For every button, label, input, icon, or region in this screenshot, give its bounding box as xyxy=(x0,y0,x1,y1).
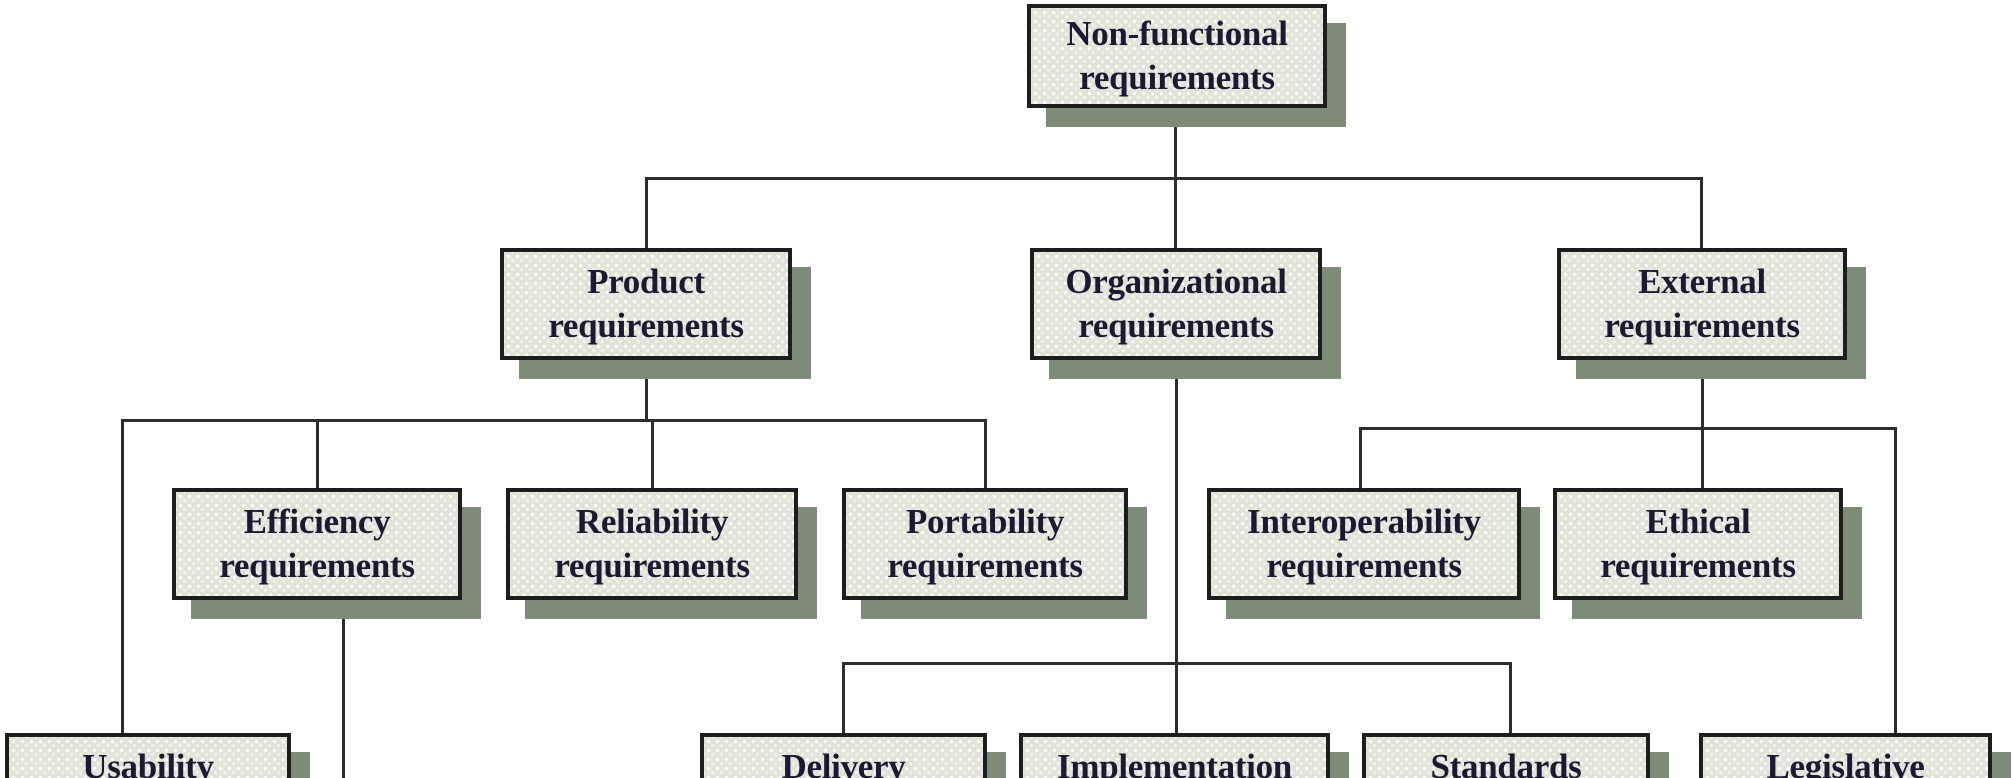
connector-external-horizontal xyxy=(1359,427,1897,430)
node-portability-requirements: Portability requirements xyxy=(842,488,1128,600)
connector-product-stem xyxy=(645,360,648,420)
connector-product-horizontal xyxy=(121,419,987,422)
connector-drop-portability xyxy=(984,419,987,488)
node-label: Implementation xyxy=(1057,747,1292,778)
node-usability-requirements: Usability xyxy=(5,733,291,778)
node-label: Standards xyxy=(1430,747,1582,778)
node-label: Efficiency requirements xyxy=(219,502,415,585)
node-label: Portability requirements xyxy=(887,502,1083,585)
node-label: Organizational requirements xyxy=(1065,262,1287,345)
node-implementation-requirements: Implementation xyxy=(1019,733,1330,778)
node-label: Reliability requirements xyxy=(554,502,750,585)
connector-external-stem xyxy=(1701,360,1704,428)
connector-efficiency-child-stub xyxy=(342,600,345,778)
node-label: Ethical requirements xyxy=(1600,502,1796,585)
node-label: Non-functional requirements xyxy=(1066,14,1288,97)
node-label: Delivery xyxy=(781,747,906,778)
node-legislative-requirements: Legislative xyxy=(1699,733,1992,778)
connector-organizational-stem xyxy=(1175,360,1178,663)
connector-drop-efficiency xyxy=(316,419,319,488)
node-non-functional-requirements: Non-functional requirements xyxy=(1027,4,1327,108)
connector-drop-standards xyxy=(1509,662,1512,733)
node-product-requirements: Product requirements xyxy=(500,248,792,360)
node-label: External requirements xyxy=(1604,262,1800,345)
connector-drop-implementation xyxy=(1175,662,1178,733)
node-label: Usability xyxy=(82,747,214,778)
connector-drop-delivery xyxy=(842,662,845,733)
node-efficiency-requirements: Efficiency requirements xyxy=(172,488,462,600)
connector-drop-legislative xyxy=(1894,427,1897,733)
connector-drop-organizational xyxy=(1174,177,1177,248)
node-label: Product requirements xyxy=(548,262,744,345)
connector-drop-external xyxy=(1700,177,1703,248)
node-ethical-requirements: Ethical requirements xyxy=(1553,488,1843,600)
node-organizational-requirements: Organizational requirements xyxy=(1030,248,1322,360)
connector-drop-usability xyxy=(121,419,124,733)
connector-drop-ethical xyxy=(1701,427,1704,488)
node-external-requirements: External requirements xyxy=(1557,248,1847,360)
connector-drop-reliability xyxy=(651,419,654,488)
connector-drop-product xyxy=(645,177,648,248)
node-interoperability-requirements: Interoperability requirements xyxy=(1207,488,1521,600)
node-label: Interoperability requirements xyxy=(1247,502,1481,585)
node-standards-requirements: Standards xyxy=(1362,733,1650,778)
node-label: Legislative xyxy=(1766,747,1925,778)
node-delivery-requirements: Delivery xyxy=(700,733,987,778)
node-reliability-requirements: Reliability requirements xyxy=(506,488,798,600)
connector-root-stem xyxy=(1174,108,1177,178)
connector-drop-interoperability xyxy=(1359,427,1362,488)
